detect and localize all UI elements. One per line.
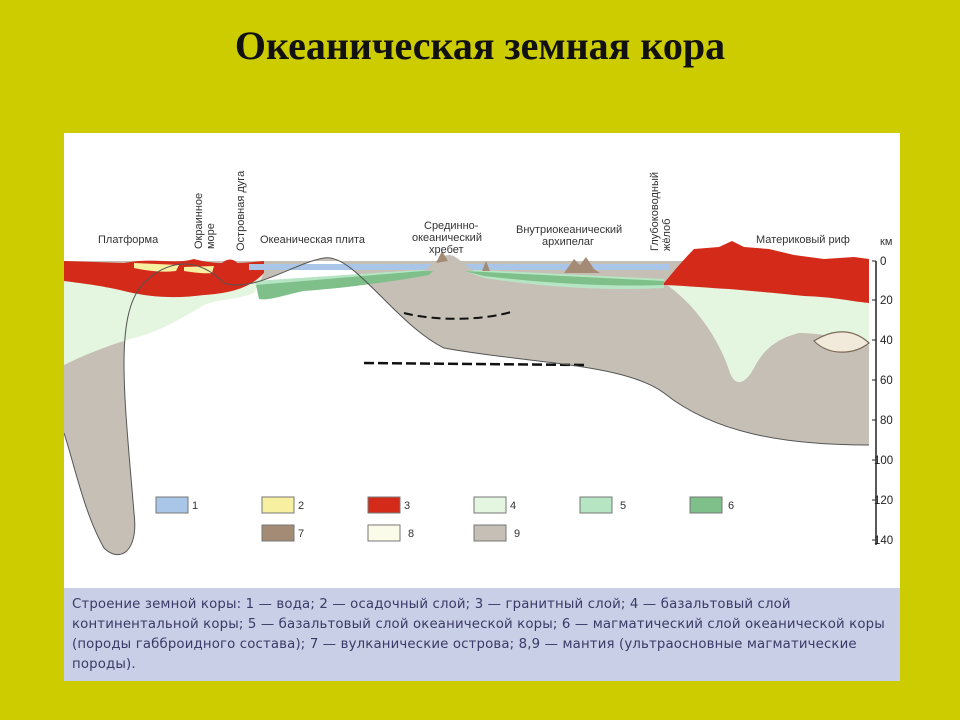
basalt-continental-left — [64, 273, 264, 365]
depth-tick-80: 80 — [880, 415, 893, 427]
legend-swatch-1 — [155, 496, 189, 514]
legend-label-9: 9 — [514, 528, 520, 540]
legend-label-4: 4 — [510, 500, 516, 512]
legend-swatch-2 — [261, 496, 295, 514]
mantle-layer — [64, 257, 869, 555]
legend-label-7: 7 — [298, 528, 304, 540]
legend-swatch-7 — [261, 524, 295, 542]
label-mid-ridge-1: Срединно- — [424, 220, 479, 232]
legend-swatch-5 — [579, 496, 613, 514]
label-reef: Материковый риф — [756, 234, 850, 246]
label-mid-ridge-3: хребет — [429, 244, 464, 256]
label-trench-2: жёлоб — [661, 219, 673, 251]
label-platform: Платформа — [98, 234, 159, 246]
legend: 1 2 3 4 5 6 7 8 9 — [155, 496, 734, 542]
legend-label-1: 1 — [192, 500, 198, 512]
granite-right — [664, 241, 869, 303]
label-island-arc: Островная дуга — [235, 170, 247, 251]
legend-swatch-9 — [473, 524, 507, 542]
label-mid-ridge-2: океанический — [412, 232, 482, 244]
legend-label-5: 5 — [620, 500, 626, 512]
label-marginal-sea-2: море — [205, 223, 217, 249]
label-marginal-sea-1: Окраинное — [193, 193, 205, 249]
label-trench-1: Глубоководный — [649, 172, 661, 251]
moho-dashed-lower — [363, 361, 585, 367]
basalt-continental-right — [664, 283, 869, 383]
depth-tick-100: 100 — [874, 455, 893, 467]
mantle-outline — [64, 257, 870, 556]
legend-label-3: 3 — [404, 500, 410, 512]
mantle-lens — [813, 331, 870, 353]
legend-swatch-3 — [367, 496, 401, 514]
islet — [482, 261, 490, 271]
mid-ridge-peak — [424, 255, 474, 271]
slide-title: Океаническая земная кора — [234, 23, 726, 68]
label-archipelago-2: архипелаг — [542, 236, 594, 248]
legend-label-2: 2 — [298, 500, 304, 512]
sediment-left — [134, 263, 179, 272]
crust-diagram: 0 20 40 60 80 100 120 140 км Платформа О… — [64, 133, 900, 681]
cross-section-svg: 0 20 40 60 80 100 120 140 км Платформа О… — [64, 170, 893, 556]
depth-tick-0: 0 — [880, 256, 886, 268]
ridge-volcano — [436, 251, 448, 263]
depth-tick-120: 120 — [874, 495, 893, 507]
depth-tick-20: 20 — [880, 295, 893, 307]
island-arc-volcano — [214, 259, 254, 278]
oceanic-gabbro-right — [464, 271, 664, 286]
sediment-arc — [184, 266, 214, 274]
depth-ticks — [872, 260, 876, 541]
legend-label-8: 8 — [408, 528, 414, 540]
granite-left — [64, 259, 264, 298]
figure-caption: Строение земной коры: 1 — вода; 2 — осад… — [64, 588, 900, 681]
legend-swatch-6 — [689, 496, 723, 514]
label-oceanic-plate: Океаническая плита — [260, 234, 366, 246]
moho-dashed-upper — [403, 310, 515, 320]
depth-tick-60: 60 — [880, 375, 893, 387]
depth-tick-140: 140 — [874, 535, 893, 547]
label-archipelago-1: Внутриокеанический — [516, 224, 622, 236]
depth-tick-40: 40 — [880, 335, 893, 347]
legend-swatch-8 — [367, 524, 401, 542]
depth-unit: км — [880, 236, 892, 248]
legend-swatch-4 — [473, 496, 507, 514]
legend-label-6: 6 — [728, 500, 734, 512]
oceanic-gabbro-left — [256, 270, 434, 300]
archipelago-island — [564, 257, 600, 273]
